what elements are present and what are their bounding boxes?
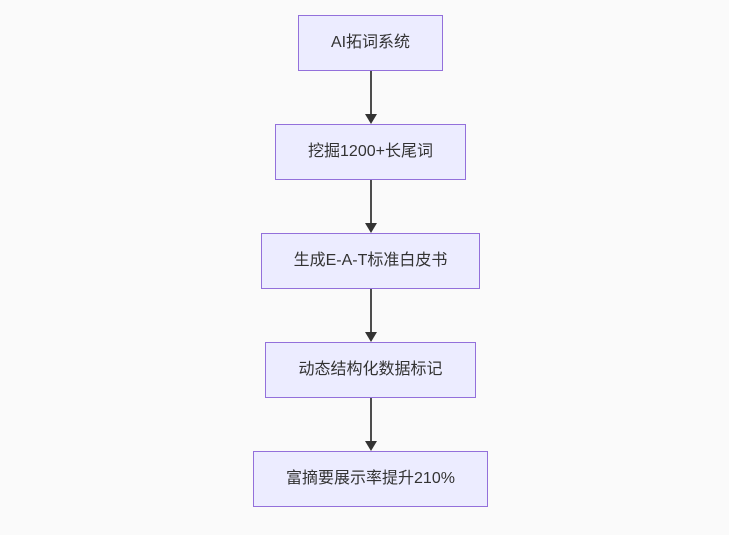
arrowhead-icon	[364, 332, 377, 342]
flow-node-rich-snippet-result: 富摘要展示率提升210%	[253, 451, 488, 507]
flow-node-label: 动态结构化数据标记	[298, 361, 443, 378]
arrowhead-icon	[364, 223, 377, 233]
flow-node-label: 生成E-A-T标准白皮书	[293, 252, 448, 269]
flow-node-structured-data: 动态结构化数据标记	[265, 342, 476, 398]
arrow-shaft	[369, 180, 372, 224]
arrow-down	[363, 398, 379, 451]
arrowhead-icon	[364, 114, 377, 124]
arrow-down	[363, 289, 379, 342]
arrowhead-icon	[364, 441, 377, 451]
flow-node-longtail-mining: 挖掘1200+长尾词	[275, 124, 466, 180]
arrow-shaft	[369, 289, 372, 333]
arrow-shaft	[369, 398, 372, 442]
flow-node-ai-word-expansion: AI拓词系统	[297, 15, 444, 71]
flowchart-canvas: AI拓词系统 挖掘1200+长尾词 生成E-A-T标准白皮书 动态结构化数据标记…	[6, 0, 729, 535]
flow-node-label: 挖掘1200+长尾词	[308, 143, 433, 160]
arrow-down	[363, 180, 379, 233]
flow-node-label: AI拓词系统	[330, 34, 411, 51]
flow-node-eat-whitepaper: 生成E-A-T标准白皮书	[260, 233, 481, 289]
flow-node-label: 富摘要展示率提升210%	[286, 470, 455, 487]
arrow-down	[363, 71, 379, 124]
arrow-shaft	[369, 71, 372, 115]
